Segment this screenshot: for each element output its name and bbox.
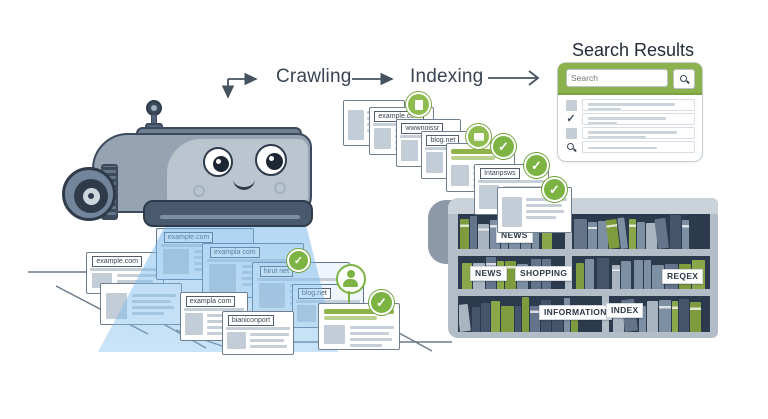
shelf-label-information: INFORMATION — [539, 305, 612, 320]
book — [639, 306, 646, 332]
badge-stem — [348, 291, 350, 303]
checkmark-icon: ✓ — [566, 113, 576, 125]
indexing-label: Indexing — [410, 66, 484, 87]
result-thumbnail-icon — [565, 99, 577, 111]
shelf-board — [458, 249, 710, 256]
result-row — [565, 141, 695, 153]
book — [470, 216, 477, 249]
search-results-title: Search Results — [572, 40, 695, 60]
book — [644, 260, 651, 289]
check-badge-icon: ✓ — [524, 153, 549, 178]
search-bar — [558, 63, 702, 95]
book — [670, 215, 681, 249]
camera-lens-dot — [88, 193, 94, 199]
user-badge-icon — [336, 264, 366, 294]
check-badge-icon: ✓ — [287, 249, 310, 272]
webpage-card-label: bianiconport — [227, 315, 275, 326]
shelf-label-reqex: REQEX — [662, 269, 704, 284]
books-compartment — [610, 297, 709, 332]
crawled-page-label: blog.net — [426, 135, 460, 146]
webpage-card-label: example.com — [92, 256, 142, 267]
book — [576, 263, 584, 289]
book — [530, 306, 540, 332]
check-badge-icon: ✓ — [542, 177, 567, 202]
book — [634, 260, 643, 289]
books-compartment — [573, 215, 709, 249]
robot-cheek-left — [193, 185, 205, 197]
book — [574, 219, 587, 249]
result-row: ✓ — [565, 113, 695, 125]
book — [598, 221, 608, 249]
robot-cheek-right — [274, 182, 286, 194]
book — [515, 306, 521, 332]
laptop-badge-icon — [466, 124, 491, 149]
result-row — [565, 127, 695, 139]
book — [613, 304, 624, 332]
book — [459, 303, 471, 332]
book — [505, 261, 516, 289]
shelf-board — [458, 289, 710, 296]
book — [472, 307, 480, 332]
book — [481, 303, 490, 332]
result-row — [565, 99, 695, 111]
book — [597, 258, 609, 289]
book — [585, 259, 594, 289]
magnifier-icon — [680, 75, 688, 83]
book — [621, 261, 631, 289]
crawling-label: Crawling — [276, 66, 352, 87]
shelf-label-news: NEWS — [470, 266, 507, 281]
webpage-card-label: blog.net — [297, 288, 331, 299]
book — [659, 300, 671, 332]
book — [654, 217, 669, 249]
book — [462, 263, 472, 289]
crawled-page-label: Intanpsws — [480, 168, 520, 179]
book — [647, 301, 658, 332]
shelf-label-index: INDEX — [606, 303, 644, 318]
webpage-card-label: hirut net — [259, 266, 294, 277]
book — [629, 219, 636, 249]
book — [682, 220, 689, 249]
robot-pupil-right — [266, 153, 283, 170]
book — [460, 219, 469, 249]
webpage-card: bianiconport — [222, 311, 294, 355]
antenna-ball-lens — [151, 105, 157, 111]
search-input — [566, 69, 668, 87]
shelf-label-shopping: SHOPPING — [515, 266, 573, 281]
scanner-slot — [160, 215, 300, 219]
book — [522, 297, 529, 332]
book — [490, 220, 500, 249]
book — [478, 224, 489, 249]
book — [491, 301, 500, 332]
result-thumbnail-icon — [565, 127, 577, 139]
book — [679, 299, 689, 332]
search-results-panel: ✓ — [557, 62, 703, 162]
magnifier-icon — [565, 141, 577, 153]
book — [588, 222, 597, 249]
book — [612, 265, 620, 289]
book — [646, 223, 657, 249]
check-badge-icon: ✓ — [369, 290, 394, 315]
webpage-card-label: exampla com — [185, 296, 236, 307]
webpage-card — [100, 283, 182, 325]
robot-glint-left — [216, 159, 221, 164]
book — [637, 222, 645, 249]
robot-smile — [233, 177, 255, 190]
webpage-card-label: example.com — [163, 232, 214, 243]
robot-face-panel — [167, 139, 308, 207]
webpage-card-label: exampla com — [210, 247, 260, 258]
book — [542, 221, 552, 249]
check-badge-icon: ✓ — [491, 134, 516, 159]
search-button — [673, 69, 695, 89]
document-badge-icon — [406, 92, 431, 117]
book — [690, 302, 701, 332]
robot-glint-right — [269, 156, 274, 161]
book — [652, 265, 664, 289]
book — [501, 306, 514, 332]
robot-pupil-left — [213, 156, 229, 172]
book — [672, 301, 678, 332]
robot-scanner-base — [143, 200, 313, 227]
